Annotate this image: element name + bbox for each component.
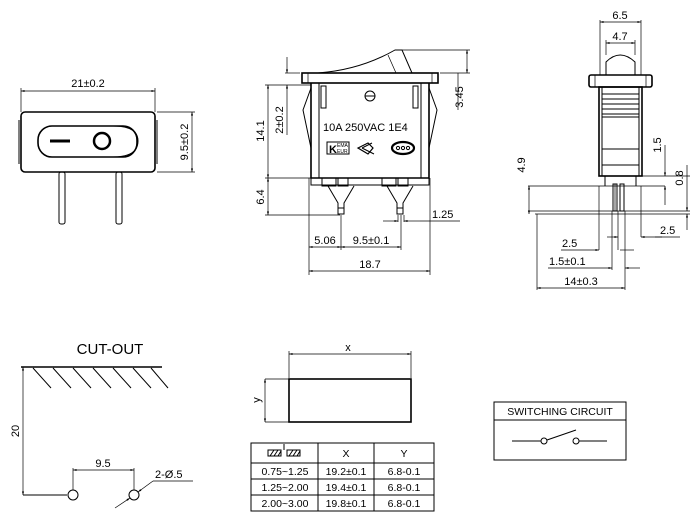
svg-text:EUR: EUR: [337, 149, 348, 155]
terminal-pin: [386, 185, 414, 215]
total-height-dim-label: 14.1: [255, 120, 267, 141]
hole-leader-arrow: [114, 497, 131, 509]
base-tab: [381, 177, 397, 187]
cert-oval-icon: [390, 140, 416, 156]
height-dim-label: 9.5±0.2: [179, 124, 191, 161]
width-dim-label: 21±0.2: [71, 78, 105, 90]
switch-body: [310, 83, 430, 179]
side-view: 3.45 10A 250VAC 1E4 K EMA EUR: [255, 49, 470, 275]
rocker-outline: [37, 125, 138, 158]
depth-dim-label: 14±0.3: [564, 276, 598, 288]
svg-text:2.00~3.00: 2.00~3.00: [261, 498, 308, 510]
grip-ribs: [602, 93, 639, 150]
table-header-y: Y: [400, 448, 407, 460]
pin-tip: [396, 207, 404, 215]
dim-4-9-label: 4.9: [516, 157, 528, 172]
rocker-curve: [112, 125, 139, 158]
pin-tip: [337, 207, 345, 215]
hole-icon: [67, 489, 79, 501]
base: [310, 178, 430, 186]
dim-0-8-label: 0.8: [674, 170, 686, 185]
svg-text:K: K: [329, 144, 337, 156]
svg-text:6.8-0.1: 6.8-0.1: [388, 466, 421, 478]
rocker-top: [317, 49, 413, 74]
panel-hole-view: x y: [251, 342, 412, 423]
circuit-box: [493, 401, 627, 461]
slot: [320, 85, 327, 109]
pin-thickness-dim-label: 1.25: [432, 209, 453, 221]
svg-text:6.8-0.1: 6.8-0.1: [388, 498, 421, 510]
rocker-line: [387, 54, 397, 74]
snap-clip-left: [302, 87, 312, 149]
base-tab: [321, 177, 337, 187]
terminal-pin: [327, 185, 355, 215]
svg-text:1.25~2.00: 1.25~2.00: [261, 482, 308, 494]
panel-hole-outline: [288, 378, 412, 423]
switching-circuit: SWITCHING CIRCUIT: [493, 401, 627, 461]
flange: [301, 72, 439, 84]
switch-symbol-icon: [512, 429, 607, 445]
cutout-title: CUT-OUT: [77, 341, 144, 358]
terminal-pin: [619, 183, 625, 212]
svg-text:EMA: EMA: [337, 143, 349, 149]
switch-body-outline: [20, 111, 156, 173]
rocker-outer-dim-label: 6.5: [612, 10, 627, 22]
end-view: 6.5 4.7 1: [516, 10, 690, 290]
hole-icon: [128, 489, 140, 501]
table-row: 1.25~2.00 19.4±0.1 6.8-0.1: [261, 482, 420, 494]
pin-pitch-dim-label: 9.5±0.1: [353, 235, 390, 247]
edge-to-pin-dim-label: 5.06: [314, 235, 335, 247]
kema-cert-icon: K EMA EUR: [326, 141, 350, 156]
pin-length-dim-label: 6.4: [255, 189, 267, 204]
panel-thickness-icon: [267, 444, 301, 457]
rocker-end: [605, 54, 636, 75]
hole-leader-arrow: [137, 480, 154, 493]
front-view: 21±0.2 9.5±0.2: [18, 78, 195, 225]
svg-text:0.75~1.25: 0.75~1.25: [261, 466, 308, 478]
svg-text:19.8±0.1: 19.8±0.1: [326, 498, 367, 510]
hole-dim-label: 2-Ø.5: [155, 469, 183, 481]
rocker-dim-label: 3.45: [454, 86, 466, 107]
pin-width-dim-label: 1.5±0.1: [549, 256, 586, 268]
x-dim-label: x: [345, 342, 351, 354]
snap-clip-right: [428, 87, 438, 149]
on-mark-icon: [92, 131, 112, 151]
table-header-x: X: [342, 448, 349, 460]
cutout-view: CUT-OUT 20 9.5 2-Ø.5: [10, 341, 193, 509]
slot: [412, 85, 419, 109]
flange-end: [588, 74, 653, 88]
svg-text:19.4±0.1: 19.4±0.1: [326, 482, 367, 494]
terminal-pin: [115, 171, 123, 225]
terminal-pin: [58, 171, 66, 225]
body-end: [598, 86, 643, 177]
hatch-lines: [32, 367, 169, 389]
svg-text:19.2±0.1: 19.2±0.1: [326, 466, 367, 478]
svg-text:6.8-0.1: 6.8-0.1: [388, 482, 421, 494]
rocker-inner-dim-label: 4.7: [612, 31, 627, 43]
dim-2-5-left-label: 2.5: [562, 238, 577, 250]
table-row: 2.00~3.00 19.8±0.1 6.8-0.1: [261, 498, 420, 510]
circuit-title: SWITCHING CIRCUIT: [507, 406, 613, 418]
cert-mark-icon: [356, 142, 375, 155]
height-dim-label: 20: [10, 425, 22, 437]
dim-2-5-right-label: 2.5: [660, 225, 675, 237]
y-dim-label: y: [251, 397, 263, 403]
table-row: 0.75~1.25 19.2±0.1 6.8-0.1: [261, 466, 420, 478]
base-tab: [397, 177, 409, 187]
pitch-dim-label: 9.5: [95, 458, 110, 470]
table-border: [250, 442, 435, 512]
body-width-dim-label: 18.7: [359, 259, 380, 271]
dim-1-5-label: 1.5: [652, 137, 664, 152]
rating-label: 10A 250VAC 1E4: [323, 122, 408, 134]
clip-dim-label: 2±0.2: [274, 106, 286, 133]
panel-thickness-table: X Y 0.75~1.25 19.2±0.1 6.8-0.1 1.25~2.00…: [250, 442, 435, 512]
base-tab: [337, 177, 349, 187]
